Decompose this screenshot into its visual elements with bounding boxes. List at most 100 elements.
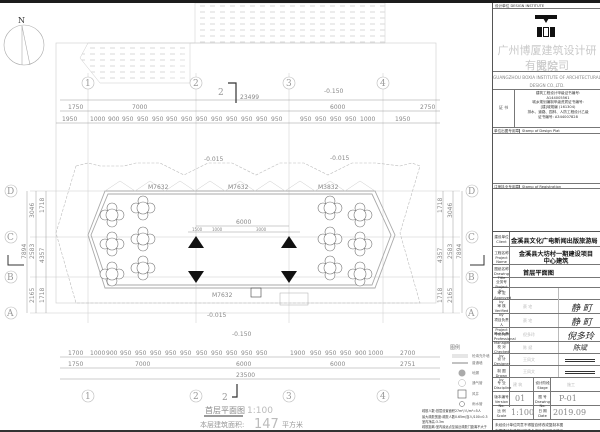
svg-text:6000: 6000 [236,219,251,226]
svg-text:7000: 7000 [135,361,150,368]
company-name-cn-1: 广州博厦建筑设计研究院 [497,44,597,73]
svg-text:2: 2 [222,393,228,403]
discipline-row: 专 业 Discipline 建 筑 设计阶段 Stage 施工 [493,378,600,392]
company-name-en-2: DESIGN CO.,LTD. [529,83,565,88]
svg-text:1:100: 1:100 [247,406,273,416]
svg-text:1750: 1750 [68,104,83,111]
svg-text:1900: 1900 [290,350,305,357]
svg-text:1000: 1000 [360,116,375,123]
svg-text:2: 2 [193,392,199,402]
svg-text:普通墙: 普通墙 [472,360,483,365]
svg-text:2750: 2750 [420,104,435,111]
svg-text:M7632: M7632 [228,184,249,191]
svg-text:M7632: M7632 [212,292,233,299]
drawing-title-row: 图纸名称 Drawing Title 首层平面图 [493,265,600,280]
svg-text:950: 950 [196,350,208,357]
svg-text:4: 4 [380,79,386,89]
svg-text:B: B [468,273,475,283]
version-row: 版本编号 Version No. 01 图 号 Drawing No. P-01 [493,392,600,408]
svg-text:1: 1 [85,79,91,89]
svg-text:1700: 1700 [68,350,83,357]
svg-text:1: 1 [85,392,91,402]
svg-text:6000: 6000 [330,361,345,368]
svg-text:1000: 1000 [368,350,383,357]
svg-text:950: 950 [196,116,208,123]
cert-label: 证 书 [493,89,515,127]
designer-row: 设 计 Designer 王凤文 [493,354,600,366]
svg-text:2: 2 [193,79,199,89]
svg-text:1950: 1950 [62,116,77,123]
design-unit-row: 设计单位 DESIGN INSTITUTE [493,3,600,9]
svg-text:砼填充外墙: 砼填充外墙 [472,353,490,358]
note-1: 未经设计单位同意不得擅自修改或复制本图 [495,423,564,427]
svg-text:950: 950 [256,350,268,357]
specialist-row: 专业负责 Professional Manager 倪多玲 倪多玲 [493,328,600,345]
svg-text:1718: 1718 [39,288,46,303]
svg-text:950: 950 [315,116,327,123]
design-notes: 疏散人数:首层设置面积27m²/人/m²=5人 最大疏散宽度:疏散人数0.65m… [422,408,488,429]
floor-plan-drawing[interactable]: N 1 2 3 [0,2,492,432]
svg-text:1500: 1500 [192,227,203,232]
svg-text:1718: 1718 [39,198,46,213]
svg-text:-0.015: -0.015 [204,156,224,163]
svg-text:7894: 7894 [21,244,28,259]
drawn-signature-icon [565,371,595,374]
north-arrow-icon: N [3,16,45,66]
svg-text:1750: 1750 [68,361,83,368]
cert-info: 建筑工程设计甲级证书编号: A144005561 城乡规划编制甲级资质证书编号:… [527,91,589,119]
svg-text:950: 950 [122,116,134,123]
svg-text:950: 950 [256,116,268,123]
svg-text:2: 2 [218,88,224,98]
svg-text:900: 900 [355,350,367,357]
drawn-row: 制 图 Drawn by 王凤文 [493,366,600,382]
svg-text:1950: 1950 [395,116,410,123]
svg-text:950: 950 [120,350,132,357]
svg-text:950: 950 [226,350,238,357]
svg-text:地漏: 地漏 [472,370,480,375]
window-top-bar [0,0,600,3]
svg-text:950: 950 [181,116,193,123]
svg-text:3046: 3046 [447,203,454,218]
svg-text:-0.015: -0.015 [330,155,350,162]
svg-text:950: 950 [150,350,162,357]
svg-text:最大疏散宽度:疏散人数0.65m/百人/100=0.3: 最大疏散宽度:疏散人数0.65m/百人/100=0.3 [422,414,488,419]
svg-text:N: N [18,16,25,25]
plan-title: 首层平面图 1:100 本层建筑面积: 147 平方米 [200,405,303,432]
svg-text:950: 950 [325,350,337,357]
svg-text:2583: 2583 [29,244,36,259]
svg-text:图例: 图例 [450,344,460,351]
svg-text:3: 3 [286,79,292,89]
svg-text:6000: 6000 [236,361,251,368]
window-bottom-bar [0,430,600,432]
svg-text:室内净高:3.3m: 室内净高:3.3m [422,419,444,424]
title-block: 设计单位 DESIGN INSTITUTE 广州博厦建筑设计研究院 有限公司 G… [492,3,600,432]
svg-text:平方米: 平方米 [282,420,303,429]
svg-text:M3832: M3832 [318,184,339,191]
svg-text:疏散人数:首层设置面积27m²/人/m²=5人: 疏散人数:首层设置面积27m²/人/m²=5人 [422,408,482,413]
company-logo-icon [535,15,557,37]
axis-bubbles-top: 1 2 3 4 [81,76,390,90]
company-name-cn-2: 有限公司 [525,59,569,72]
svg-text:950: 950 [310,350,322,357]
svg-text:2165: 2165 [29,288,36,303]
svg-text:950: 950 [137,116,149,123]
svg-text:2751: 2751 [400,361,415,368]
svg-text:950: 950 [165,350,177,357]
svg-text:3: 3 [286,392,292,402]
project-row: 工程名称 Project Name 金溪县大坊村一期建设项目 中心建筑 [493,247,600,265]
svg-text:1718: 1718 [437,288,444,303]
svg-text:950: 950 [345,116,357,123]
svg-text:2165: 2165 [447,288,454,303]
svg-text:950: 950 [300,116,312,123]
svg-text:950: 950 [166,116,178,123]
svg-text:-0.150: -0.150 [324,88,344,95]
axis-bubbles-sides: D C B A D C B A [4,184,479,320]
svg-text:D: D [7,187,14,197]
svg-text:950: 950 [211,116,223,123]
svg-text:950: 950 [241,350,253,357]
svg-text:7894: 7894 [456,244,463,259]
svg-text:M7632: M7632 [148,184,169,191]
svg-text:147: 147 [254,417,279,430]
scale-date-row: 比 例 Scale 1:100 日 期 Date 2019.09 [493,406,600,420]
svg-text:D: D [468,187,475,197]
